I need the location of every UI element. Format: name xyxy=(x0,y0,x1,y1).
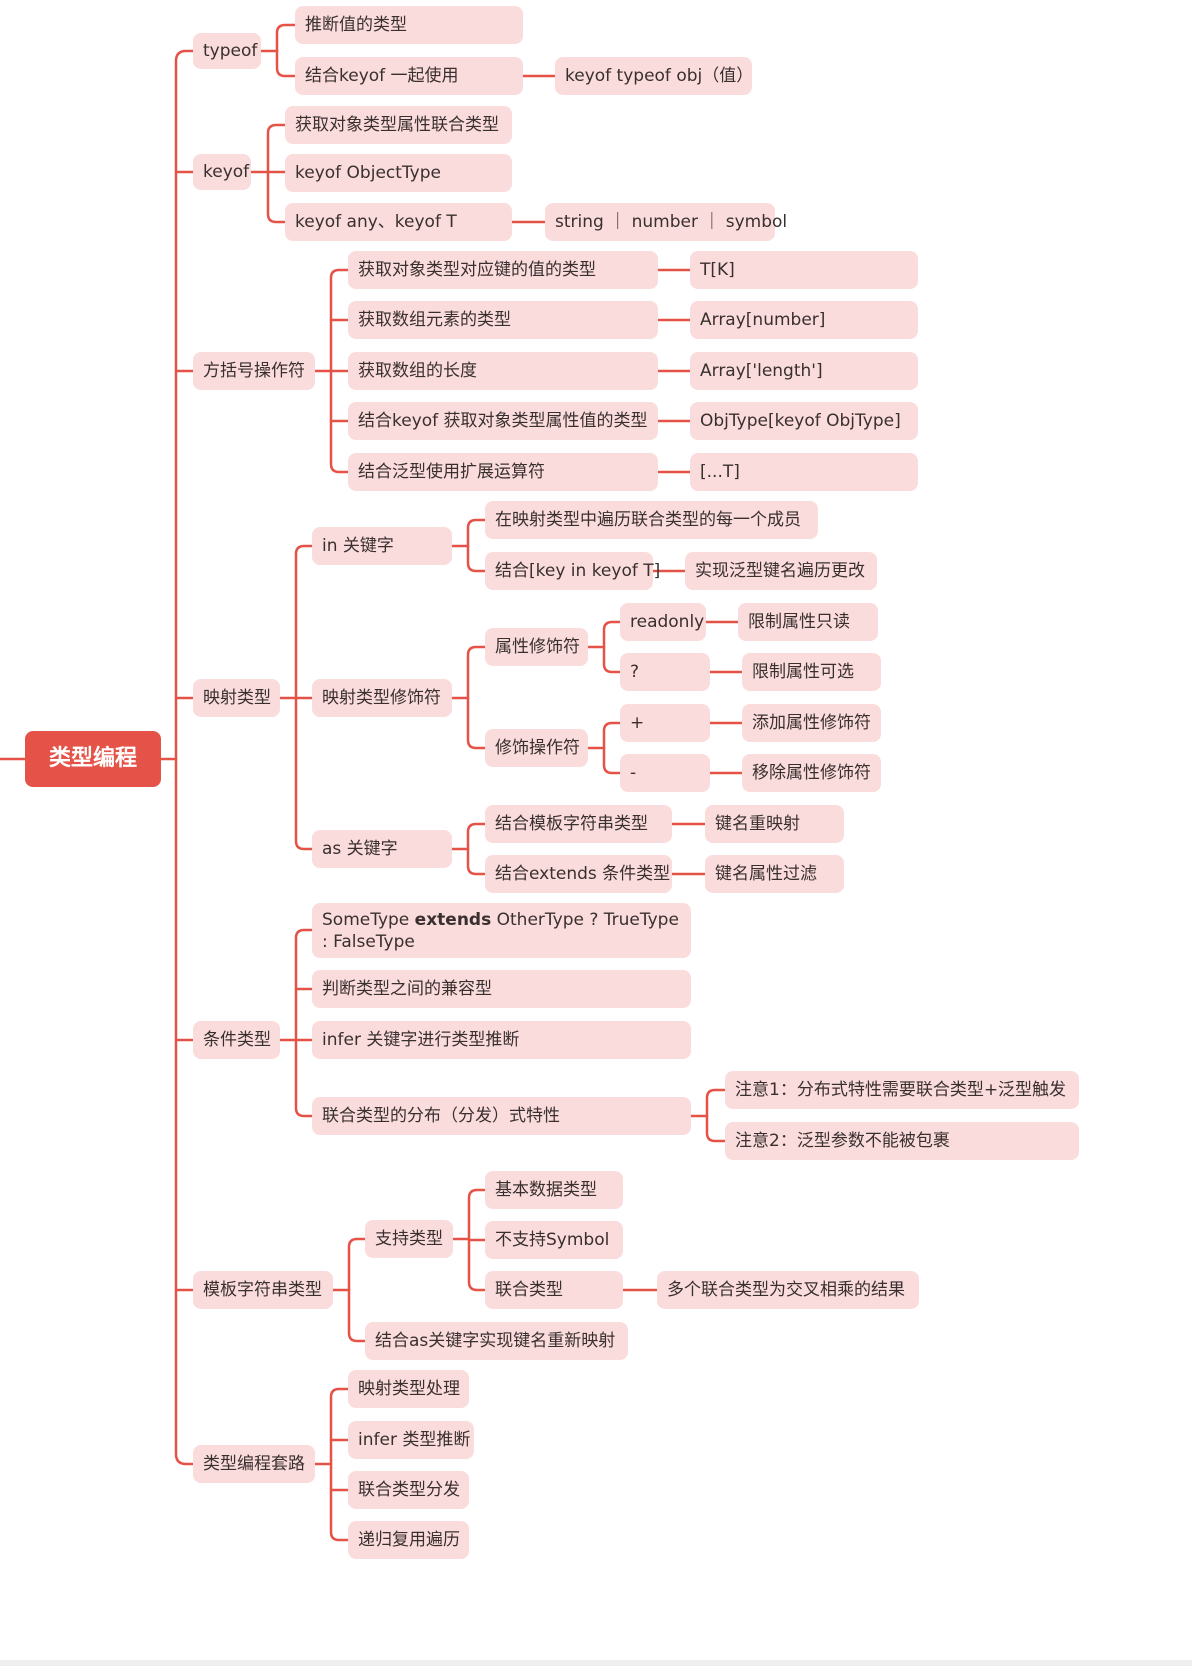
node-key-filter[interactable]: 键名属性过滤 xyxy=(705,855,844,893)
connector-line xyxy=(602,721,622,750)
node-bracket-item[interactable]: 结合泛型使用扩展运算符 xyxy=(348,453,658,491)
node-in-key-in-keyof[interactable]: 结合[key in keyof T] xyxy=(485,552,660,590)
node-cross-product[interactable]: 多个联合类型为交叉相乘的结果 xyxy=(657,1271,919,1309)
node-supported-types[interactable]: 支持类型 xyxy=(365,1220,453,1258)
node-plus[interactable]: + xyxy=(620,704,710,742)
node-minus-desc[interactable]: 移除属性修饰符 xyxy=(742,754,881,792)
connector-line xyxy=(705,1088,727,1118)
connector-line xyxy=(602,746,622,775)
connector-line xyxy=(329,1387,350,1466)
node-optional-desc[interactable]: 限制属性可选 xyxy=(742,653,881,691)
connector-line xyxy=(466,518,487,548)
node-keyof-union[interactable]: 获取对象类型属性联合类型 xyxy=(285,106,512,144)
node-typeof-with-keyof[interactable]: 结合keyof 一起使用 xyxy=(295,57,523,95)
node-key-remap[interactable]: 键名重映射 xyxy=(705,805,844,843)
node-type-compatibility[interactable]: 判断类型之间的兼容型 xyxy=(312,970,691,1008)
connector-line xyxy=(294,928,314,1042)
node-type-programming-routine[interactable]: 类型编程套路 xyxy=(193,1445,315,1483)
connector-line xyxy=(602,620,622,649)
root-node[interactable]: 类型编程 xyxy=(25,731,161,787)
syntax-part: OtherType ? TrueType : FalseType xyxy=(322,910,679,952)
node-property-modifiers[interactable]: 属性修饰符 xyxy=(485,628,588,666)
node-bracket-operator[interactable]: 方括号操作符 xyxy=(193,352,315,390)
node-template-literal[interactable]: 模板字符串类型 xyxy=(193,1271,333,1309)
connector-line xyxy=(466,696,487,750)
node-readonly[interactable]: readonly xyxy=(620,603,706,641)
connector-line xyxy=(602,645,622,674)
node-routine-item[interactable]: 联合类型分发 xyxy=(348,1471,469,1509)
node-bracket-result[interactable]: ObjType[keyof ObjType] xyxy=(690,402,918,440)
node-bracket-result[interactable]: T[K] xyxy=(690,251,918,289)
connector-line xyxy=(347,1288,367,1343)
connector-line xyxy=(174,757,195,1466)
node-keyof-any[interactable]: keyof any、keyof T xyxy=(285,203,512,241)
node-routine-item[interactable]: 映射类型处理 xyxy=(348,1370,469,1408)
connector-line xyxy=(466,847,487,876)
connector-line xyxy=(466,645,487,700)
connector-line xyxy=(467,1237,487,1292)
node-basic-types[interactable]: 基本数据类型 xyxy=(485,1171,623,1209)
node-generic-key-rename[interactable]: 实现泛型键名遍历更改 xyxy=(685,552,877,590)
extends-keyword: extends xyxy=(414,910,492,930)
connector-line xyxy=(294,1038,314,1118)
connector-line xyxy=(266,123,287,174)
node-as-remap[interactable]: 结合as关键字实现键名重新映射 xyxy=(365,1322,628,1360)
syntax-part: SomeType xyxy=(322,910,415,930)
node-as-template[interactable]: 结合模板字符串类型 xyxy=(485,805,672,843)
node-bracket-item[interactable]: 获取对象类型对应键的值的类型 xyxy=(348,251,658,289)
node-routine-item[interactable]: infer 类型推断 xyxy=(348,1421,474,1459)
connector-line xyxy=(275,23,297,53)
connector-line xyxy=(705,1114,727,1143)
node-plus-desc[interactable]: 添加属性修饰符 xyxy=(742,704,881,742)
connector-line xyxy=(329,369,350,474)
node-infer-keyword[interactable]: infer 关键字进行类型推断 xyxy=(312,1021,691,1059)
node-optional[interactable]: ? xyxy=(620,653,710,691)
node-union-type[interactable]: 联合类型 xyxy=(485,1271,623,1309)
node-bracket-item[interactable]: 获取数组的长度 xyxy=(348,352,658,390)
connector-line xyxy=(174,49,195,761)
node-distributive-note2[interactable]: 注意2：泛型参数不能被包裹 xyxy=(725,1122,1079,1160)
node-as-keyword[interactable]: as 关键字 xyxy=(312,830,452,868)
node-distributive-note1[interactable]: 注意1：分布式特性需要联合类型+泛型触发 xyxy=(725,1071,1079,1109)
node-bracket-result[interactable]: [...T] xyxy=(690,453,918,491)
connector-line xyxy=(466,544,487,573)
connector-line xyxy=(275,49,297,78)
node-no-symbol[interactable]: 不支持Symbol xyxy=(485,1221,623,1259)
node-keyof[interactable]: keyof xyxy=(193,154,251,190)
node-keyof-objecttype[interactable]: keyof ObjectType xyxy=(285,154,512,192)
node-as-extends[interactable]: 结合extends 条件类型 xyxy=(485,855,672,893)
connector-line xyxy=(329,1462,350,1542)
connector-line xyxy=(347,1237,367,1292)
connector-line xyxy=(467,1188,487,1241)
node-mapped-modifiers[interactable]: 映射类型修饰符 xyxy=(312,679,452,717)
node-modifier-operators[interactable]: 修饰操作符 xyxy=(485,729,588,767)
node-typeof[interactable]: typeof xyxy=(193,33,261,69)
node-bracket-item[interactable]: 结合keyof 获取对象类型属性值的类型 xyxy=(348,402,658,440)
node-routine-item[interactable]: 递归复用遍历 xyxy=(348,1521,469,1559)
node-conditional-types[interactable]: 条件类型 xyxy=(193,1021,280,1059)
node-typeof-infer[interactable]: 推断值的类型 xyxy=(295,6,523,44)
node-mapped-types[interactable]: 映射类型 xyxy=(193,679,280,717)
node-bracket-result[interactable]: Array[number] xyxy=(690,301,918,339)
connector-line xyxy=(466,822,487,851)
node-conditional-syntax[interactable]: SomeType extends OtherType ? TrueType : … xyxy=(312,903,691,958)
node-string-number-symbol[interactable]: string ｜ number ｜ symbol xyxy=(545,203,787,241)
node-minus[interactable]: - xyxy=(620,754,710,792)
connector-line xyxy=(294,696,314,851)
node-in-keyword[interactable]: in 关键字 xyxy=(312,527,452,565)
connector-line xyxy=(294,544,314,700)
node-bracket-result[interactable]: Array['length'] xyxy=(690,352,918,390)
node-readonly-desc[interactable]: 限制属性只读 xyxy=(738,603,878,641)
connector-line xyxy=(329,268,350,373)
node-distributive[interactable]: 联合类型的分布（分发）式特性 xyxy=(312,1097,691,1135)
node-bracket-item[interactable]: 获取数组元素的类型 xyxy=(348,301,658,339)
node-in-iterate-union[interactable]: 在映射类型中遍历联合类型的每一个成员 xyxy=(485,501,818,539)
connector-line xyxy=(266,170,287,224)
node-keyof-typeof-obj[interactable]: keyof typeof obj（值） xyxy=(555,57,753,95)
bottom-scroll-strip xyxy=(0,1660,1192,1666)
